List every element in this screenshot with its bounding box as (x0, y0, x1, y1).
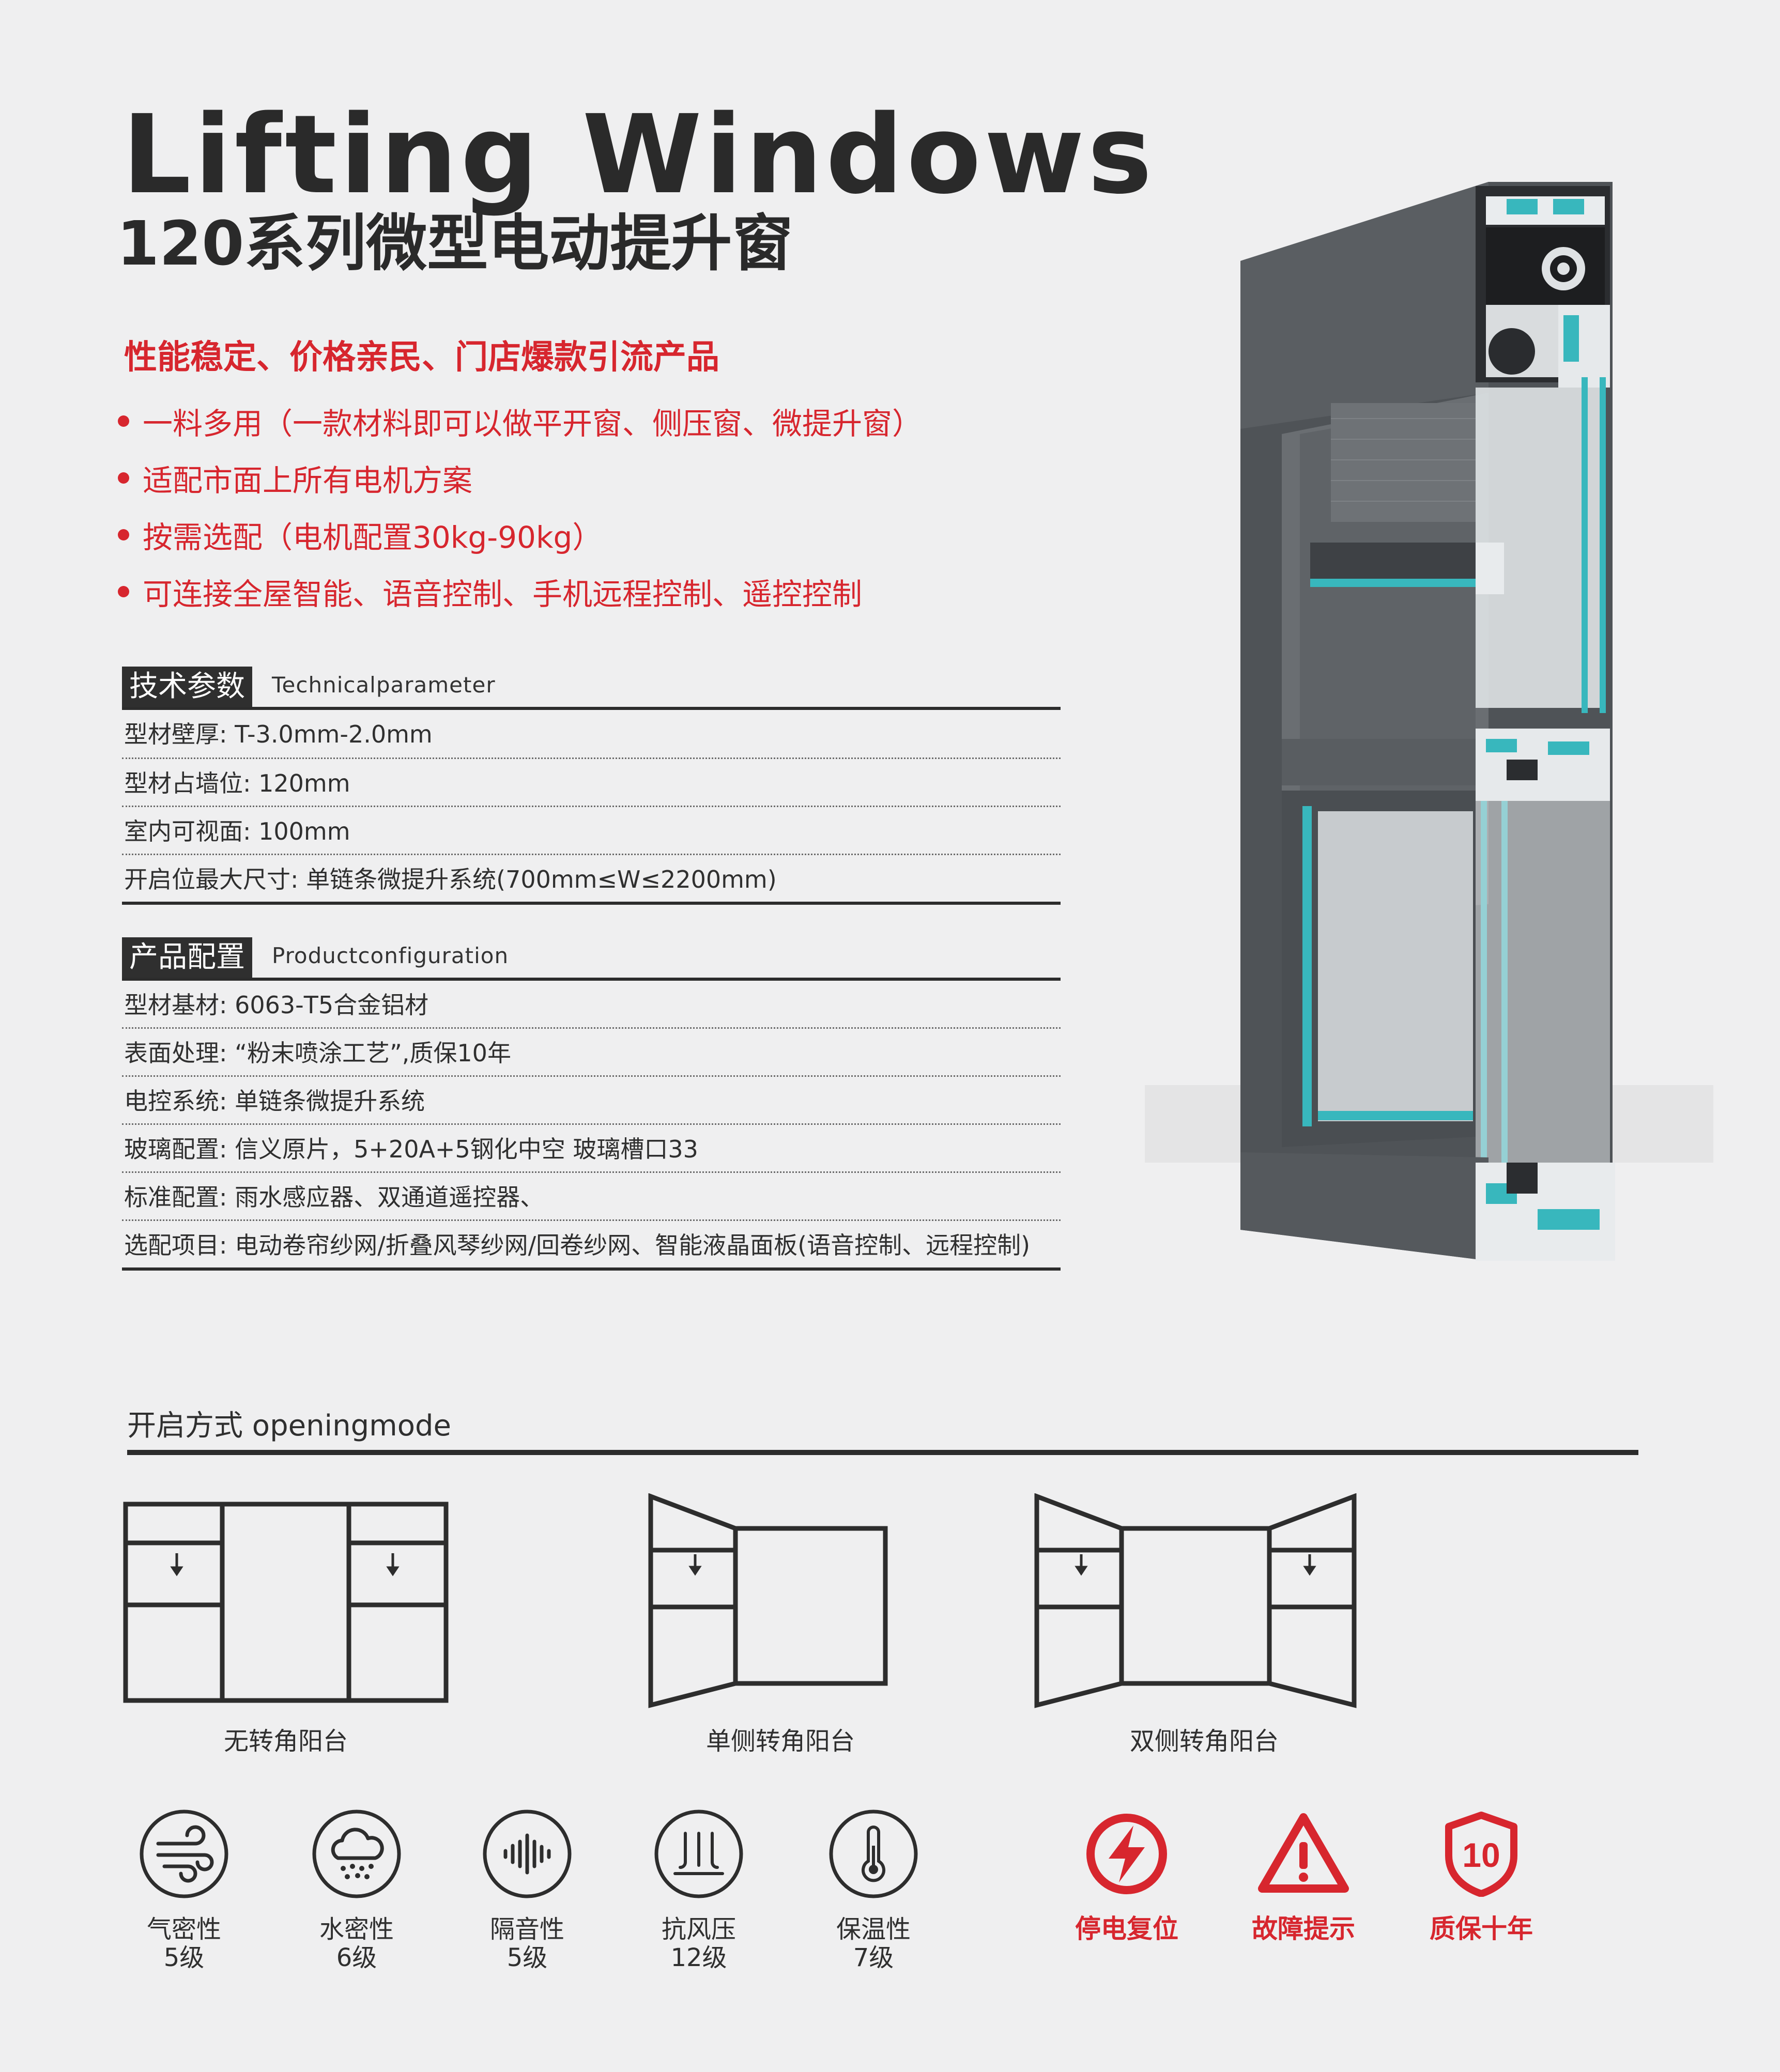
warranty-number: 10 (1462, 1836, 1500, 1874)
feature-level: 7级 (853, 1943, 894, 1972)
wind-icon (140, 1810, 228, 1898)
section-english-title: Productconfiguration (272, 943, 509, 968)
bullet-dot-icon (118, 472, 129, 484)
spec-row: 开启位最大尺寸: 单链条微提升系统(700mm≤W≤2200mm) (122, 855, 1061, 905)
bullet-text: 可连接全屋智能、语音控制、手机远程控制、遥控控制 (143, 577, 863, 612)
spec-row: 型材壁厚: T-3.0mm-2.0mm (122, 710, 1061, 759)
section-english-title: Technicalparameter (272, 672, 496, 698)
section-tag: 产品配置 (122, 937, 252, 978)
section-header: 技术参数 Technicalparameter (122, 667, 1061, 710)
feature-level: 5级 (163, 1943, 205, 1972)
no-corner-balcony-diagram (123, 1502, 449, 1703)
badge-name: 故障提示 (1252, 1914, 1355, 1944)
bullet-text: 一料多用（一款材料即可以做平开窗、侧压窗、微提升窗） (143, 406, 923, 441)
bullet-text: 适配市面上所有电机方案 (143, 463, 473, 498)
feature-air-tightness: 气密性 5级 (106, 1808, 262, 1973)
double-corner-balcony-diagram (1034, 1493, 1357, 1708)
opening-mode-label: 单侧转角阳台 (705, 1727, 855, 1756)
config-row: 选配项目: 电动卷帘纱网/折叠风琴纱网/回卷纱网、智能液晶面板(语音控制、远程控… (122, 1221, 1061, 1271)
slogan: 性能稳定、价格亲民、门店爆款引流产品 (124, 338, 719, 377)
feature-name: 气密性 (146, 1915, 221, 1944)
feature-bullet-list: 一料多用（一款材料即可以做平开窗、侧压窗、微提升窗） 适配市面上所有电机方案 按… (118, 393, 922, 620)
spec-row: 型材占墙位: 120mm (122, 759, 1061, 807)
feature-name: 隔音性 (489, 1915, 564, 1944)
bullet-item: 适配市面上所有电机方案 (118, 450, 922, 506)
section-tag: 技术参数 (122, 667, 252, 707)
feature-name: 保温性 (836, 1915, 911, 1944)
feature-wind-pressure: 抗风压 12级 (621, 1808, 776, 1973)
badge-name: 质保十年 (1430, 1914, 1533, 1944)
badge-fault-alert: 故障提示 (1226, 1811, 1381, 1945)
bullet-dot-icon (118, 586, 129, 597)
window-product-image (1145, 182, 1713, 1261)
rain-cloud-icon (312, 1810, 401, 1898)
config-row: 电控系统: 单链条微提升系统 (122, 1077, 1061, 1125)
feature-sound-insulation: 隔音性 5级 (450, 1808, 605, 1973)
bullet-dot-icon (118, 529, 129, 540)
config-row: 表面处理: “粉末喷涂工艺”,质保10年 (122, 1029, 1061, 1077)
badge-ten-year-warranty: 10 质保十年 (1404, 1811, 1559, 1945)
opening-mode-label: 双侧转角阳台 (1129, 1727, 1279, 1756)
config-row: 型材基材: 6063-T5合金铝材 (122, 981, 1061, 1029)
single-corner-balcony-diagram (648, 1493, 888, 1708)
thermometer-icon (829, 1810, 918, 1898)
bullet-item: 可连接全屋智能、语音控制、手机远程控制、遥控控制 (118, 563, 922, 620)
feature-level: 5级 (507, 1943, 548, 1972)
product-config-section: 产品配置 Productconfiguration 型材基材: 6063-T5合… (122, 937, 1061, 1271)
config-row: 玻璃配置: 信义原片，5+20A+5钢化中空 玻璃槽口33 (122, 1125, 1061, 1173)
badge-power-reset: 停电复位 (1049, 1811, 1204, 1945)
shield-10-icon: 10 (1445, 1812, 1517, 1897)
bullet-text: 按需选配（电机配置30kg-90kg） (143, 520, 603, 555)
opening-mode-divider (127, 1450, 1638, 1455)
title-english: Lifting Windows (122, 91, 1156, 218)
feature-water-tightness: 水密性 6级 (279, 1808, 434, 1973)
config-row: 标准配置: 雨水感应器、双通道遥控器、 (122, 1173, 1061, 1221)
bullet-dot-icon (118, 415, 129, 427)
feature-name: 抗风压 (661, 1915, 736, 1944)
opening-mode-label: 无转角阳台 (223, 1727, 348, 1756)
power-bolt-icon (1086, 1814, 1167, 1894)
bullet-item: 一料多用（一款材料即可以做平开窗、侧压窗、微提升窗） (118, 393, 922, 450)
feature-thermal-insulation: 保温性 7级 (796, 1808, 951, 1973)
feature-level: 6级 (336, 1943, 377, 1972)
soundwave-icon (483, 1810, 572, 1898)
feature-level: 12级 (670, 1943, 727, 1972)
bullet-item: 按需选配（电机配置30kg-90kg） (118, 506, 922, 563)
section-header: 产品配置 Productconfiguration (122, 937, 1061, 981)
badge-name: 停电复位 (1075, 1914, 1178, 1944)
feature-name: 水密性 (319, 1915, 394, 1944)
spec-row: 室内可视面: 100mm (122, 807, 1061, 855)
warning-triangle-icon (1258, 1813, 1349, 1893)
title-chinese: 120系列微型电动提升窗 (117, 208, 793, 279)
tech-parameter-section: 技术参数 Technicalparameter 型材壁厚: T-3.0mm-2.… (122, 667, 1061, 905)
opening-mode-title: 开启方式 openingmode (127, 1409, 451, 1443)
wind-pressure-icon (654, 1810, 743, 1898)
